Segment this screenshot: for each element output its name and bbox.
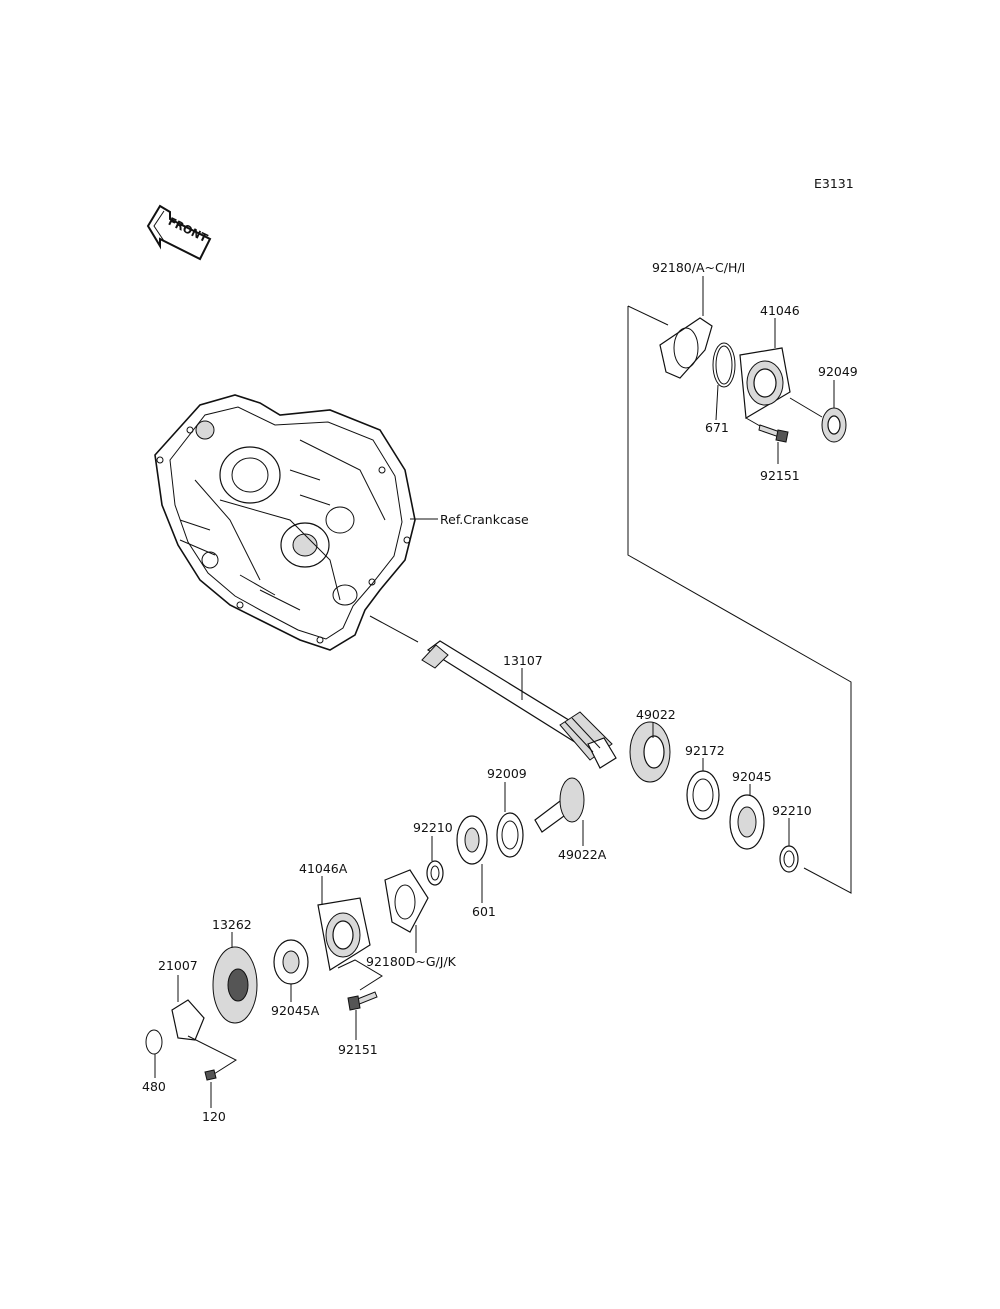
label-92045: 92045 [732,769,772,784]
label-49022a: 49022A [558,847,607,862]
bolt-92151-top [758,424,789,443]
ref-crankcase-label: Ref.Crankcase [440,512,529,527]
crankcase-illustration [154,394,416,651]
label-49022: 49022 [636,707,676,722]
label-92151-bottom: 92151 [338,1042,378,1057]
label-92210-mid: 92210 [413,820,453,835]
front-arrow-icon: FRONT [146,204,212,261]
diagram-code: E3131 [814,176,854,191]
housing-41046 [739,347,791,419]
label-671: 671 [705,420,729,435]
label-92210-right: 92210 [772,803,812,818]
label-13107: 13107 [503,653,543,668]
gear-49022 [629,721,671,783]
label-92009: 92009 [487,766,527,781]
label-13262: 13262 [212,917,252,932]
label-92172: 92172 [685,743,725,758]
label-92180d: 92180D~G/J/K [366,954,457,969]
pinion-49022a [534,777,585,833]
label-41046: 41046 [760,303,800,318]
label-480: 480 [142,1079,166,1094]
bolt-92151-bottom [347,991,378,1011]
label-41046a: 41046A [299,861,348,876]
label-92045a: 92045A [271,1003,320,1018]
label-21007: 21007 [158,958,198,973]
gear-13262 [212,946,258,1024]
label-601: 601 [472,904,496,919]
label-92049: 92049 [818,364,858,379]
gasket-92180ac [659,317,713,379]
shaft-13107 [421,640,617,769]
label-120: 120 [202,1109,226,1124]
label-92180-ac: 92180/A~C/H/I [652,260,745,275]
housing-41046a [317,897,371,971]
label-92151-top: 92151 [760,468,800,483]
